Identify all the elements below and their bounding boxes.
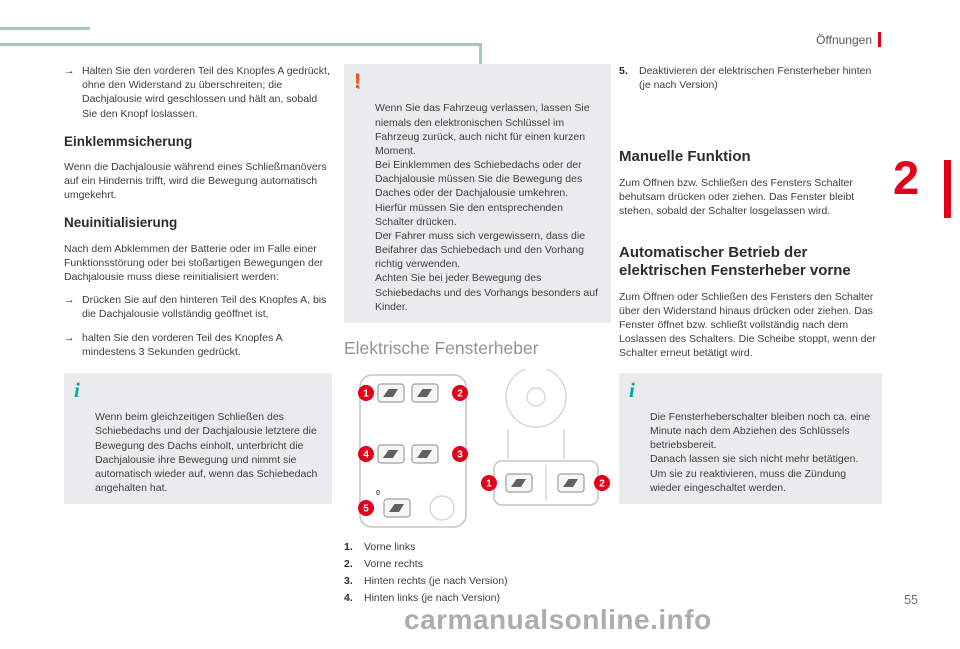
heading-manuelle-funktion: Manuelle Funktion — [619, 148, 751, 166]
bullet-text: Drücken Sie auf den hinteren Teil des Kn… — [82, 294, 327, 321]
mirror-knob-icon — [429, 494, 455, 521]
heading-automatischer-betrieb: Automatischer Betrieb der elektrischen F… — [619, 244, 851, 280]
right-column: 5. Deaktivieren der elektrischen Fenster… — [619, 64, 882, 504]
bullet-text: Halten Sie den vorderen Teil des Knopfes… — [82, 65, 330, 120]
callout-number: 4 — [363, 449, 369, 460]
chapter-number: 2 — [893, 151, 920, 204]
legend-item: 4. Hinten links (je nach Version) — [344, 591, 611, 605]
window-switch-icon — [505, 472, 533, 493]
section-title-fensterheber: Elektrische Fensterheber — [344, 337, 539, 358]
legend-number: 3. — [344, 574, 353, 587]
section-red-tick — [878, 32, 881, 47]
callout-number: 5 — [363, 503, 369, 514]
decorative-teal-line-vertical — [479, 46, 482, 78]
rear-deactivation-switch-icon — [383, 497, 411, 518]
callout-circle — [481, 474, 497, 491]
instruction-bullet: → Drücken Sie auf den hinteren Teil des … — [64, 293, 332, 321]
decorative-teal-line-short — [0, 27, 90, 30]
legend-number: 1. — [344, 540, 353, 553]
window-switch-icon — [377, 443, 405, 464]
watermark: carmanualsonline.info — [404, 604, 712, 635]
info-box: i Die Fensterheberschalter bleiben noch … — [619, 372, 882, 504]
middle-column: ! Wenn Sie das Fahrzeug verlassen, lasse… — [344, 64, 611, 608]
callout-number: 3 — [457, 449, 463, 460]
info-box-text: Wenn beim gleichzeitigen Schließen des S… — [95, 411, 318, 495]
callout-circle — [358, 445, 374, 462]
callout-circle — [358, 499, 374, 516]
section-label: Öffnungen — [816, 33, 872, 47]
callout-number: 2 — [457, 388, 463, 399]
decorative-teal-line-long — [0, 43, 482, 46]
window-switch-icon — [411, 382, 439, 403]
callout-circle — [452, 445, 468, 462]
info-box: i Wenn beim gleichzeitigen Schließen des… — [64, 372, 332, 505]
window-switch-icon — [557, 472, 585, 493]
page-number: 55 — [904, 593, 918, 607]
chapter-red-bar — [944, 160, 951, 218]
callout-number: 2 — [599, 478, 605, 489]
instruction-bullet: → halten Sie den vorderen Teil des Knopf… — [64, 331, 332, 359]
paragraph-reinit: Nach dem Abklemmen der Batterie oder im … — [64, 242, 324, 283]
legend-number: 2. — [344, 557, 353, 570]
info-icon: i — [74, 377, 80, 402]
warning-box: ! Wenn Sie das Fahrzeug verlassen, lasse… — [344, 64, 611, 323]
paragraph-antipinch: Wenn die Dachjalousie während eines Schl… — [64, 160, 327, 202]
legend-item: 5. Deaktivieren der elektrischen Fenster… — [619, 64, 882, 92]
arrow-bullet-icon: → — [64, 331, 75, 344]
arrow-bullet-icon: → — [64, 65, 75, 77]
legend-text: Vorne rechts — [364, 557, 423, 570]
steering-wheel-icon — [505, 368, 567, 428]
paragraph-auto: Zum Öffnen oder Schließen des Fensters d… — [619, 290, 876, 360]
bullet-text: halten Sie den vorderen Teil des Knopfes… — [82, 331, 283, 358]
legend-number: 5. — [619, 65, 628, 77]
callout-circle — [594, 474, 610, 491]
legend-number: 4. — [344, 592, 353, 605]
callout-number: 1 — [363, 388, 369, 399]
warning-box-text: Wenn Sie das Fahrzeug verlassen, lassen … — [375, 102, 598, 313]
window-switches-diagram: 0 1 2 4 3 5 1 2 — [358, 368, 610, 528]
window-switch-icon — [377, 382, 405, 403]
heading-einklemmsicherung: Einklemmsicherung — [64, 133, 193, 149]
legend-text: Vorne links — [364, 540, 416, 553]
legend-item: 2. Vorne rechts — [344, 557, 611, 571]
callout-circle — [452, 384, 468, 401]
heading-neuinitialisierung: Neuinitialisierung — [64, 215, 178, 231]
left-column: → Halten Sie den vorderen Teil des Knopf… — [64, 64, 332, 505]
callout-circle — [358, 384, 374, 401]
callout-number: 1 — [486, 478, 492, 489]
info-box-text: Die Fensterheberschalter bleiben noch ca… — [650, 410, 871, 494]
legend-item: 3. Hinten rechts (je nach Version) — [344, 574, 611, 588]
steering-wheel-hub — [526, 386, 546, 407]
window-switch-icon — [411, 443, 439, 464]
info-icon: i — [629, 377, 635, 402]
paragraph-manual: Zum Öffnen bzw. Schließen des Fensters S… — [619, 176, 855, 217]
legend-item: 1. Vorne links — [344, 540, 611, 554]
arrow-bullet-icon: → — [64, 294, 75, 307]
legend-text: Hinten rechts (je nach Version) — [364, 574, 508, 587]
zero-label: 0 — [376, 488, 380, 497]
instruction-bullet: → Halten Sie den vorderen Teil des Knopf… — [64, 64, 332, 121]
warning-icon: ! — [354, 70, 361, 93]
legend-text: Deaktivieren der elektrischen Fensterheb… — [639, 65, 872, 92]
legend-text: Hinten links (je nach Version) — [364, 592, 500, 605]
